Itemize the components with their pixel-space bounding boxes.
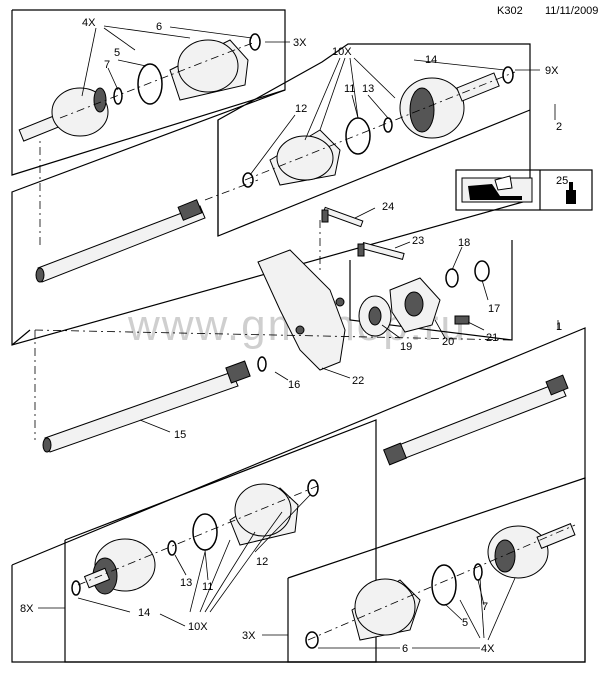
align-line-lower-1 xyxy=(77,484,321,586)
frame-lower-outer-joint xyxy=(287,477,586,663)
circlip-13-upper xyxy=(383,117,393,133)
diagram-date: 11/11/2009 xyxy=(545,5,599,17)
bracket-22 xyxy=(257,249,346,371)
boot-inner-lower xyxy=(229,483,299,546)
bearing-19-bore xyxy=(368,306,382,326)
label-5-upper: 5 xyxy=(114,47,120,59)
inner-cv-joint-lower xyxy=(83,538,156,595)
label-14-upper: 14 xyxy=(425,54,437,66)
label-20: 20 xyxy=(442,336,454,348)
circlip-14-lower xyxy=(71,580,81,596)
ring-17 xyxy=(474,260,490,282)
drive-shaft-upper xyxy=(35,199,206,283)
label-6-lower: 6 xyxy=(402,643,408,655)
boot-6-lower xyxy=(351,578,421,641)
clamp-5-lower xyxy=(431,564,457,606)
circlip-7-upper xyxy=(113,87,123,105)
label-18: 18 xyxy=(458,237,470,249)
lubricant-bottle-icon xyxy=(566,182,576,204)
align-line-lower-2 xyxy=(307,524,576,641)
bolt-24 xyxy=(321,206,364,228)
label-19: 19 xyxy=(400,341,412,353)
label-6-upper: 6 xyxy=(156,21,162,33)
clamp-5-upper xyxy=(137,63,163,105)
label-12-lower: 12 xyxy=(256,556,268,568)
label-11-lower: 11 xyxy=(202,581,213,593)
label-4x-upper: 4X xyxy=(82,17,96,29)
inner-cv-joint-upper xyxy=(399,72,500,139)
label-7-lower: 7 xyxy=(482,601,488,613)
label-11-upper: 11 xyxy=(344,83,355,95)
label-10x-lower: 10X xyxy=(188,621,208,633)
label-9x: 9X xyxy=(545,65,559,77)
drive-shaft-15 xyxy=(42,360,251,453)
bolt-21 xyxy=(454,315,470,325)
housing-flange xyxy=(389,277,441,333)
label-13-upper: 13 xyxy=(362,83,374,95)
drive-shaft-lower xyxy=(383,374,569,466)
clamp-lower-small xyxy=(305,631,319,649)
outer-cv-joint-upper xyxy=(18,87,109,142)
boot-inner-upper xyxy=(269,129,341,186)
align-line-upper-4 xyxy=(244,71,516,181)
label-4x-lower: 4X xyxy=(481,643,495,655)
label-8x: 8X xyxy=(20,603,34,615)
label-10x-upper: 10X xyxy=(332,46,352,58)
label-17: 17 xyxy=(488,303,500,315)
label-2: 2 xyxy=(556,121,562,133)
clamp-upper-small xyxy=(249,33,261,51)
label-25: 25 xyxy=(556,175,568,187)
bolt-23 xyxy=(357,242,405,260)
frame-middle-shaft xyxy=(11,329,31,346)
label-13-lower: 13 xyxy=(180,577,192,589)
clamp-11-upper xyxy=(345,117,371,155)
diagram-code: K302 xyxy=(497,5,523,17)
label-21: 21 xyxy=(486,332,498,344)
frame-lower-inner-joint xyxy=(64,419,377,663)
label-22: 22 xyxy=(352,375,364,387)
label-1: 1 xyxy=(556,321,562,333)
boot-6-upper xyxy=(169,39,249,101)
label-3x-lower: 3X xyxy=(242,630,256,642)
circlip-12-upper xyxy=(242,172,254,188)
clamp-11-lower xyxy=(192,513,218,551)
circlip-13-lower xyxy=(167,540,177,556)
manual-wrench-icon xyxy=(468,175,522,200)
ring-18 xyxy=(445,268,459,288)
circlip-16 xyxy=(257,356,267,372)
label-7-upper: 7 xyxy=(104,59,110,71)
label-23: 23 xyxy=(412,235,424,247)
label-3x-upper: 3X xyxy=(293,37,307,49)
label-12-upper: 12 xyxy=(295,103,307,115)
label-5-lower: 5 xyxy=(462,617,468,629)
circlip-14-upper xyxy=(502,66,514,84)
label-24: 24 xyxy=(382,201,394,213)
frame-bearing-group xyxy=(349,240,513,341)
outer-cv-joint-lower xyxy=(487,523,576,579)
label-16: 16 xyxy=(288,379,300,391)
align-line-middle-2 xyxy=(34,329,513,341)
label-15: 15 xyxy=(174,429,186,441)
align-line-upper-2 xyxy=(204,179,259,201)
label-14-lower: 14 xyxy=(138,607,150,619)
align-line-upper-3 xyxy=(59,41,256,119)
frame-upper-outer-joint xyxy=(11,10,286,176)
circlip-12-lower xyxy=(307,479,319,497)
frame-upper-inner-joint xyxy=(217,109,531,237)
leader-lines xyxy=(38,25,559,649)
